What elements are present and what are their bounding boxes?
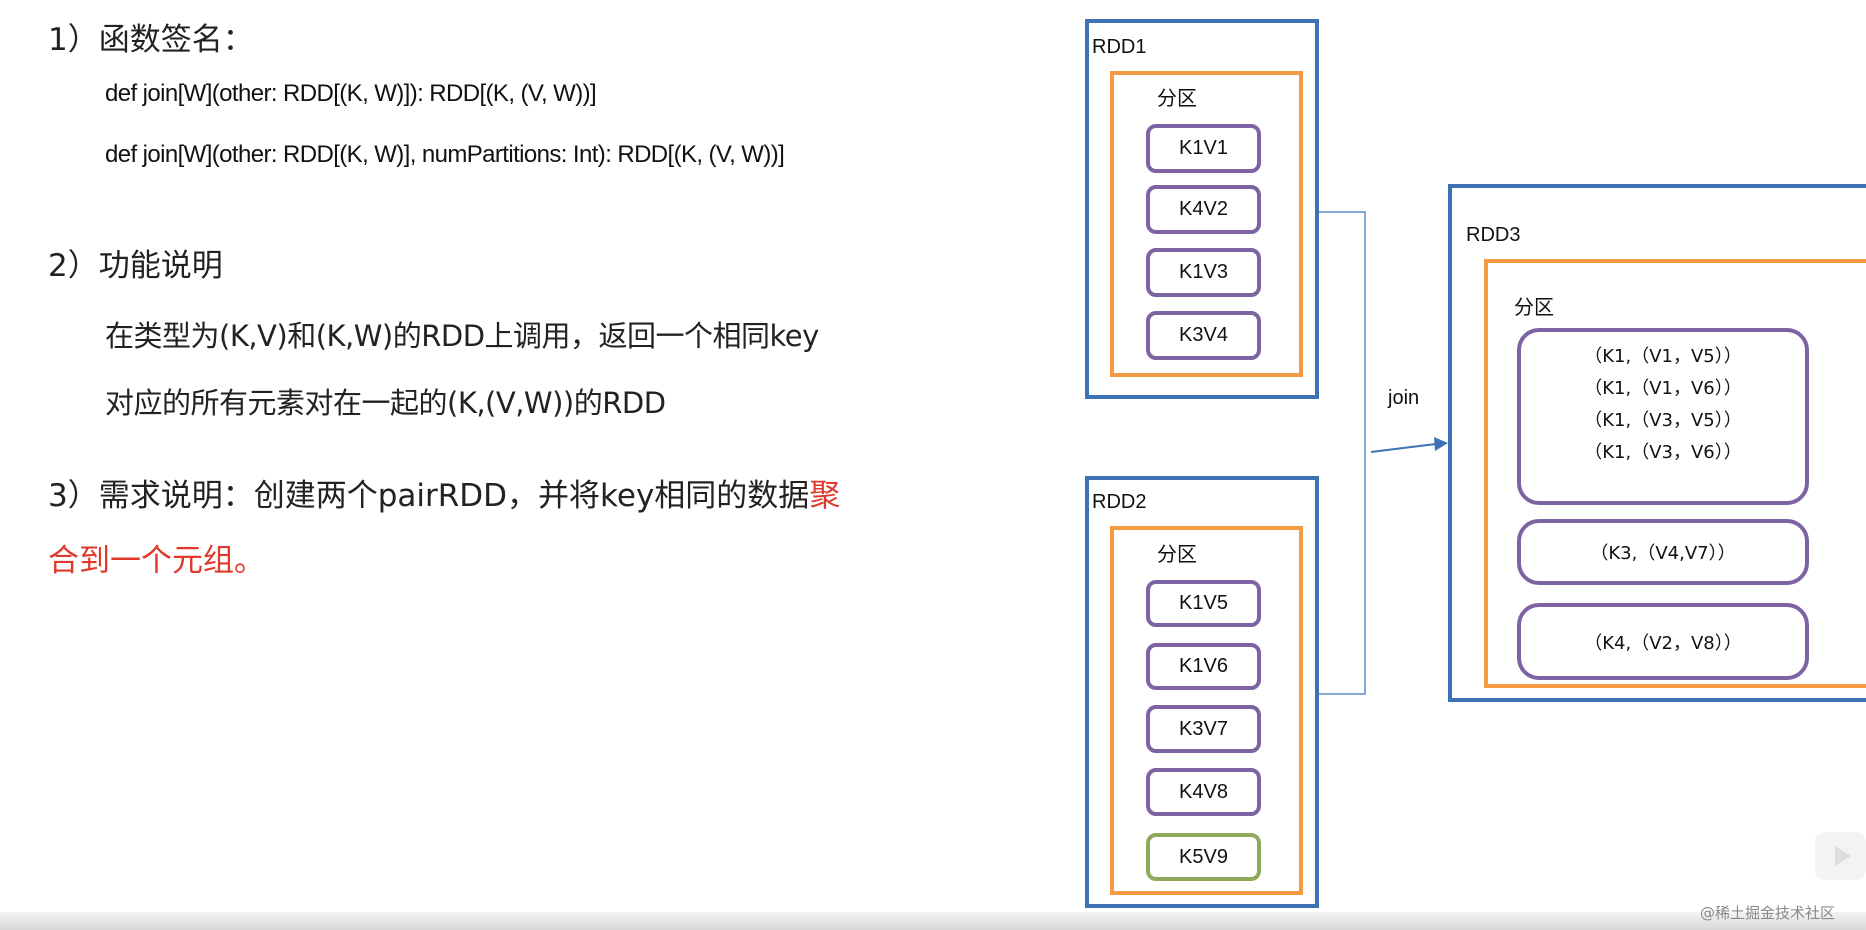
rdd1-box [1085, 19, 1319, 399]
rdd2-partition [1110, 526, 1303, 895]
rdd2-label: RDD2 [1092, 491, 1147, 513]
rdd3-box [1448, 184, 1866, 702]
section3-red-text: 聚 [809, 478, 841, 514]
result-tuple: （K1,（V3，V5）） [1584, 410, 1742, 431]
rdd1-partition [1110, 71, 1303, 377]
join-arrow-line [1370, 443, 1437, 453]
signature-1: def join[W](other: RDD[(K, W)]): RDD[(K,… [105, 80, 597, 107]
section3-line-2: 合到一个元组。 [48, 543, 265, 579]
section1-title: 1）函数签名： [48, 22, 254, 58]
result-tuple: （K1,（V1，V6）） [1584, 378, 1742, 399]
result-tuple: （K3,（V4,V7）） [1590, 543, 1736, 564]
rdd1-label: RDD1 [1092, 36, 1147, 58]
result-tuple: （K1,（V3，V6）） [1584, 442, 1742, 463]
connector-line [1319, 211, 1366, 695]
result-tuple: （K4,（V2，V8）） [1584, 632, 1742, 654]
rdd2-box [1085, 476, 1319, 908]
description-line-2: 对应的所有元素对在一起的(K,(V,W))的RDD [105, 386, 666, 420]
section2-title: 2）功能说明 [48, 248, 223, 284]
rdd1-item: K1V3 [1146, 248, 1261, 297]
rdd1-item: K4V2 [1146, 185, 1261, 234]
arrow-head-icon [1434, 437, 1448, 451]
section3-prefix: 3）需求说明：创建两个pairRDD，并将key相同的数据 [48, 478, 810, 514]
rdd3-partition [1484, 259, 1866, 688]
rdd3-group-k3: （K3,（V4,V7）） [1517, 519, 1809, 585]
description-line-1: 在类型为(K,V)和(K,W)的RDD上调用，返回一个相同key [105, 319, 819, 353]
watermark: @稀土掘金技术社区 [1700, 904, 1836, 922]
rdd3-partition-label: 分区 [1514, 297, 1554, 319]
rdd2-item: K1V6 [1146, 643, 1261, 690]
rdd3-label: RDD3 [1466, 224, 1521, 246]
rdd2-partition-label: 分区 [1157, 544, 1197, 566]
join-label: join [1388, 387, 1420, 409]
rdd3-group-k1: （K1,（V1，V5）） （K1,（V1，V6）） （K1,（V3，V5）） （… [1517, 328, 1809, 505]
rdd2-item-highlighted: K5V9 [1146, 833, 1261, 881]
rdd1-partition-label: 分区 [1157, 88, 1197, 110]
rdd2-item: K1V5 [1146, 580, 1261, 627]
video-progress-bar[interactable] [0, 912, 1866, 930]
result-tuple: （K1,（V1，V5）） [1584, 346, 1742, 367]
rdd2-item: K4V8 [1146, 768, 1261, 816]
play-icon [1835, 846, 1851, 866]
rdd3-group-k4: （K4,（V2，V8）） [1517, 603, 1809, 680]
play-button[interactable] [1815, 832, 1866, 880]
rdd2-item: K3V7 [1146, 705, 1261, 753]
rdd1-item: K1V1 [1146, 124, 1261, 173]
signature-2: def join[W](other: RDD[(K, W)], numParti… [105, 141, 785, 168]
rdd1-item: K3V4 [1146, 311, 1261, 360]
section3-line-1: 3）需求说明：创建两个pairRDD，并将key相同的数据聚 [48, 470, 840, 515]
